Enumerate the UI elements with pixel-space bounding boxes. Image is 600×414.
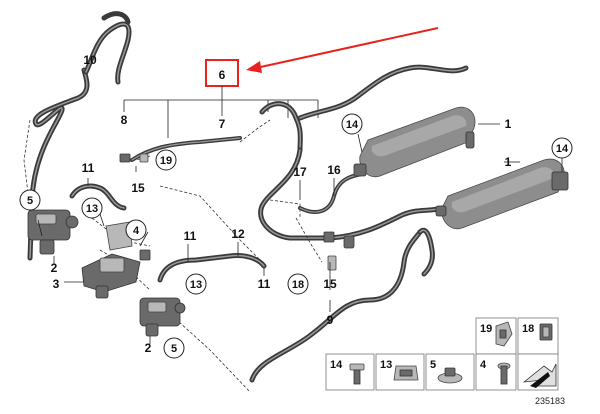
legend-part-13-clip — [393, 365, 419, 381]
legend-num-14: 14 — [330, 359, 343, 371]
label-2-upper: 2 — [51, 261, 58, 275]
legend-num-5: 5 — [430, 359, 436, 371]
svg-text:13: 13 — [86, 203, 98, 215]
circle-label-5-lower: 5 — [163, 337, 185, 359]
svg-text:19: 19 — [160, 155, 172, 167]
svg-text:14: 14 — [556, 143, 569, 155]
hose-top-right — [259, 64, 469, 153]
label-1-upper: 1 — [505, 117, 512, 131]
valve-5-lower — [139, 297, 186, 337]
hose-top-left — [83, 11, 132, 85]
label-8: 8 — [121, 113, 128, 127]
hose-9 — [249, 229, 423, 383]
label-17: 17 — [293, 165, 307, 179]
hose-16 — [298, 172, 364, 214]
svg-text:18: 18 — [292, 279, 304, 291]
valve-5-upper — [27, 209, 79, 255]
label-11-mid: 11 — [184, 229, 197, 243]
connectors-misc — [119, 153, 355, 271]
parts-legend: 19 18 14 13 5 4 — [325, 317, 559, 391]
circle-label-18: 18 — [287, 273, 309, 295]
canister-upper — [353, 106, 476, 178]
svg-text:13: 13 — [190, 279, 202, 291]
hose-canister-connect — [327, 205, 445, 241]
svg-text:5: 5 — [27, 195, 33, 207]
label-9: 9 — [327, 313, 334, 327]
label-15-lower: 15 — [323, 277, 337, 291]
circle-label-19: 19 — [155, 149, 177, 171]
label-7: 7 — [219, 117, 226, 131]
circle-label-4: 4 — [125, 219, 147, 241]
circle-label-13-lower: 13 — [185, 273, 207, 295]
label-11-lower: 11 — [258, 277, 271, 291]
svg-text:14: 14 — [346, 119, 359, 131]
legend-part-14-bolt — [349, 363, 365, 385]
legend-num-4: 4 — [480, 359, 487, 371]
reference-number: 235183 — [535, 396, 565, 406]
legend-part-18 — [539, 323, 553, 341]
hose-7 — [130, 136, 242, 162]
highlight-arrow — [246, 27, 439, 73]
legend-part-4-screw — [497, 362, 511, 385]
legend-num-13: 13 — [380, 359, 392, 371]
label-2-lower: 2 — [145, 341, 152, 355]
label-15-upper: 15 — [131, 181, 145, 195]
hose-11-lower — [157, 253, 267, 283]
hose-11-left — [69, 183, 127, 211]
legend-part-19 — [495, 321, 513, 347]
label-leaders — [37, 123, 563, 344]
circle-label-14-right: 14 — [551, 137, 573, 159]
circle-label-5-upper: 5 — [19, 189, 41, 211]
label-11-left: 11 — [82, 161, 95, 175]
hose-10 — [27, 67, 90, 261]
hose-17 — [258, 147, 333, 241]
label-1-lower: 1 — [505, 155, 512, 169]
legend-part-arrow — [522, 363, 557, 388]
label-6: 6 — [219, 68, 226, 82]
canister-lower — [435, 158, 569, 230]
hose-right-end — [417, 227, 435, 277]
circle-label-13-left: 13 — [81, 197, 103, 219]
legend-num-19: 19 — [480, 323, 492, 335]
label-10: 10 — [83, 53, 97, 67]
label-3: 3 — [53, 277, 60, 291]
legend-num-18: 18 — [522, 323, 534, 335]
circle-label-14-upper: 14 — [341, 113, 363, 135]
highlight-box — [205, 59, 239, 87]
valve-bracket-3 — [81, 221, 141, 299]
svg-text:5: 5 — [171, 343, 177, 355]
svg-text:4: 4 — [133, 225, 140, 237]
legend-part-5-nut — [437, 367, 463, 384]
label-12: 12 — [231, 227, 245, 241]
label-16: 16 — [327, 163, 341, 177]
